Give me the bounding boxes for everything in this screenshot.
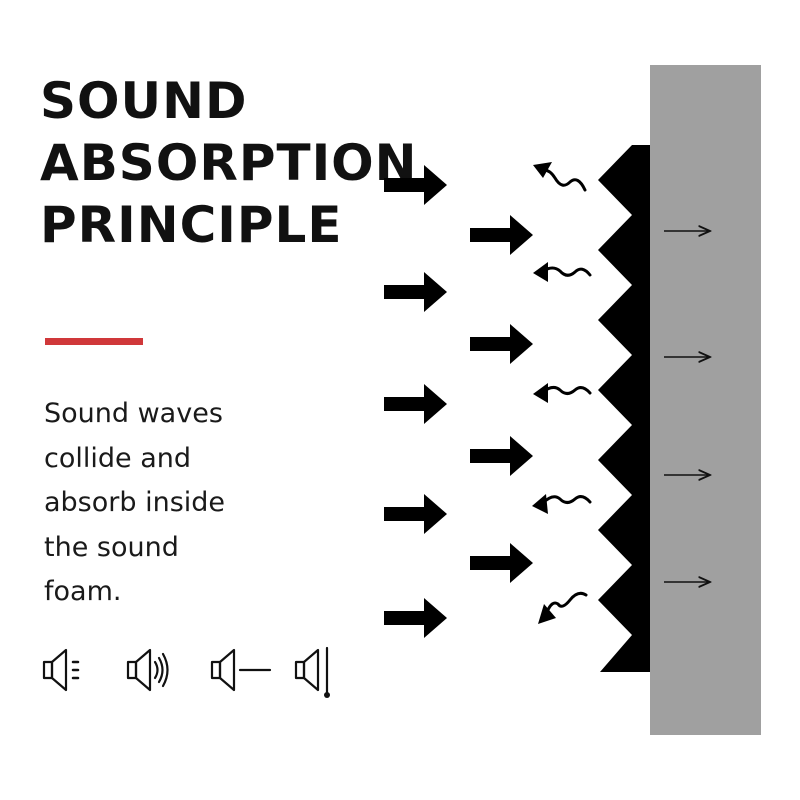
speaker-loud-icon xyxy=(126,648,169,692)
description-text: Sound waves collide and absorb inside th… xyxy=(44,392,284,615)
reflected-arrow xyxy=(541,385,592,395)
incoming-arrow xyxy=(470,215,533,255)
accent-divider xyxy=(45,338,143,345)
absorption-diagram xyxy=(384,65,761,735)
description-line-3: absorb inside xyxy=(44,487,226,518)
reflected-arrowhead xyxy=(538,604,556,624)
incoming-waves xyxy=(384,165,533,638)
transmitted-waves xyxy=(664,231,710,582)
incoming-arrow xyxy=(384,272,447,312)
reflected-arrow xyxy=(541,266,592,277)
reflected-waves xyxy=(541,168,592,614)
description-line-2: collide and xyxy=(44,442,191,474)
incoming-arrow xyxy=(384,165,447,205)
incoming-arrow xyxy=(470,436,533,476)
incoming-arrow xyxy=(384,494,447,534)
sound-foam xyxy=(598,145,650,672)
description-line-5: foam. xyxy=(44,576,122,607)
reflected-arrowhead xyxy=(533,262,548,282)
reflected-arrowhead xyxy=(533,383,548,403)
speaker-muted-icon xyxy=(294,646,330,698)
reflected-arrow xyxy=(545,591,588,614)
incoming-arrow xyxy=(470,324,533,364)
speaker-low-icon xyxy=(42,648,80,692)
incoming-arrow xyxy=(384,384,447,424)
reflected-arrow xyxy=(541,495,592,505)
reflected-arrow xyxy=(542,168,587,192)
wall xyxy=(650,65,761,735)
incoming-arrow xyxy=(470,543,533,583)
reflected-arrowhead xyxy=(533,162,552,178)
description-line-4: the sound xyxy=(44,531,179,563)
title-line-2: ABSORPTION xyxy=(40,134,418,192)
title-line-1: SOUND xyxy=(40,72,248,130)
speaker-line-icon xyxy=(210,648,272,692)
icon-row xyxy=(38,640,348,710)
description-line-1: Sound waves xyxy=(44,398,223,429)
page-title: SOUND ABSORPTION PRINCIPLE xyxy=(40,70,418,256)
title-line-3: PRINCIPLE xyxy=(40,196,343,254)
incoming-arrow xyxy=(384,598,447,638)
reflected-arrowhead xyxy=(532,494,548,514)
reflected-arrowheads xyxy=(532,162,556,624)
